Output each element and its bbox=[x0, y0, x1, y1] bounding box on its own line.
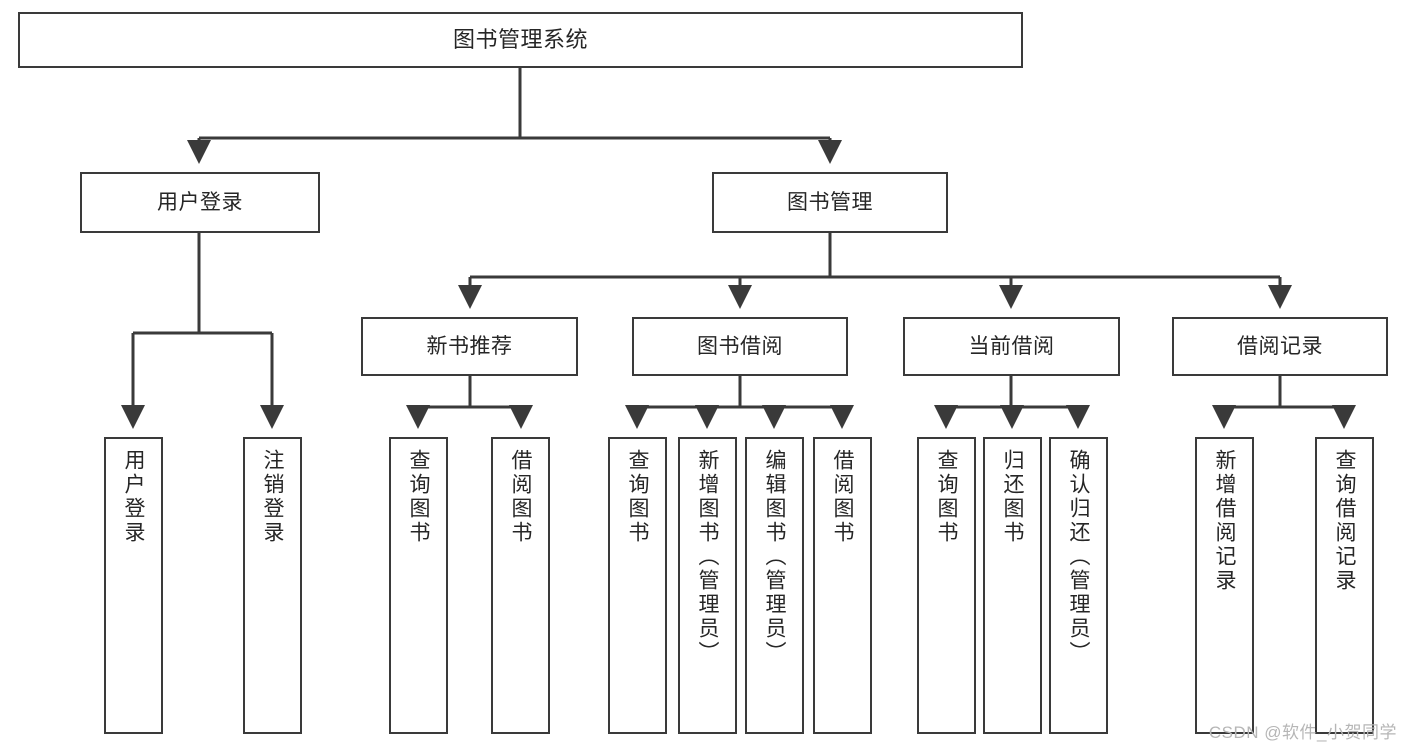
node-label: 编辑图书（管理员） bbox=[763, 449, 786, 665]
node-label: 新书推荐 bbox=[426, 334, 513, 358]
node-label: 用户登录 bbox=[122, 449, 145, 545]
node-leaf-add-book-admin[interactable]: 新增图书（管理员） bbox=[678, 437, 737, 734]
node-leaf-query-book-recommend[interactable]: 查询图书 bbox=[389, 437, 448, 734]
node-leaf-return-book[interactable]: 归还图书 bbox=[983, 437, 1042, 734]
node-current-borrow[interactable]: 当前借阅 bbox=[903, 317, 1120, 376]
node-label: 图书管理系统 bbox=[452, 26, 588, 52]
node-label: 确认归还（管理员） bbox=[1067, 449, 1090, 665]
node-label: 查询借阅记录 bbox=[1333, 449, 1356, 593]
node-leaf-borrow-book-recommend[interactable]: 借阅图书 bbox=[491, 437, 550, 734]
node-label: 查询图书 bbox=[626, 449, 649, 545]
node-book-management[interactable]: 图书管理 bbox=[712, 172, 948, 233]
node-leaf-add-borrow-record[interactable]: 新增借阅记录 bbox=[1195, 437, 1254, 734]
node-label: 借阅图书 bbox=[831, 449, 854, 545]
node-label: 借阅图书 bbox=[509, 449, 532, 545]
node-label: 借阅记录 bbox=[1237, 334, 1323, 358]
node-leaf-query-book[interactable]: 查询图书 bbox=[608, 437, 667, 734]
node-leaf-user-login[interactable]: 用户登录 bbox=[104, 437, 163, 734]
node-label: 归还图书 bbox=[1001, 449, 1024, 545]
node-leaf-confirm-return-admin[interactable]: 确认归还（管理员） bbox=[1049, 437, 1108, 734]
node-new-book-recommend[interactable]: 新书推荐 bbox=[361, 317, 578, 376]
node-leaf-logout[interactable]: 注销登录 bbox=[243, 437, 302, 734]
node-borrow-record[interactable]: 借阅记录 bbox=[1172, 317, 1388, 376]
node-label: 图书借阅 bbox=[697, 334, 783, 358]
watermark-text: CSDN @软件_小贺同学 bbox=[1208, 723, 1397, 742]
node-label: 注销登录 bbox=[261, 449, 284, 545]
node-leaf-borrow-book[interactable]: 借阅图书 bbox=[813, 437, 872, 734]
node-label: 新增图书（管理员） bbox=[696, 449, 719, 665]
node-book-borrow[interactable]: 图书借阅 bbox=[632, 317, 848, 376]
node-label: 查询图书 bbox=[407, 449, 430, 545]
node-root-system[interactable]: 图书管理系统 bbox=[18, 12, 1023, 68]
node-label: 用户登录 bbox=[157, 190, 243, 214]
node-user-login[interactable]: 用户登录 bbox=[80, 172, 320, 233]
node-label: 新增借阅记录 bbox=[1213, 449, 1236, 593]
node-label: 查询图书 bbox=[935, 449, 958, 545]
node-leaf-query-book-current[interactable]: 查询图书 bbox=[917, 437, 976, 734]
node-label: 当前借阅 bbox=[968, 334, 1055, 358]
node-leaf-edit-book-admin[interactable]: 编辑图书（管理员） bbox=[745, 437, 804, 734]
node-leaf-query-borrow-record[interactable]: 查询借阅记录 bbox=[1315, 437, 1374, 734]
node-label: 图书管理 bbox=[787, 190, 873, 214]
